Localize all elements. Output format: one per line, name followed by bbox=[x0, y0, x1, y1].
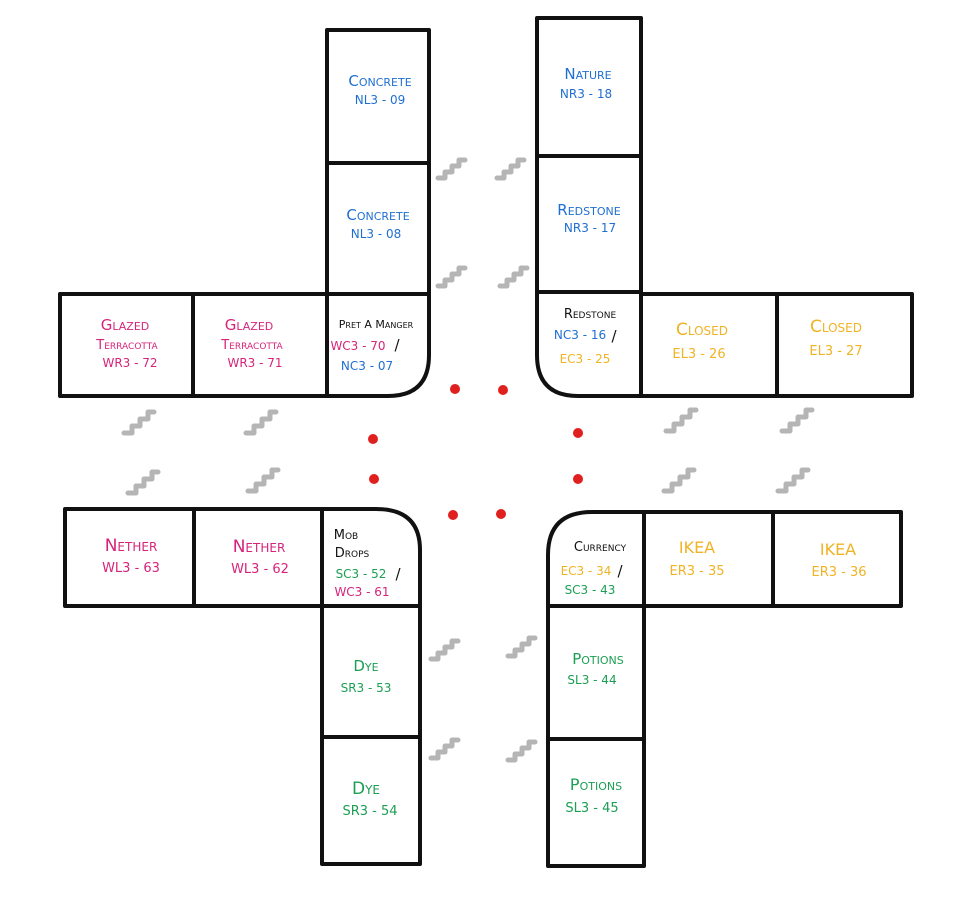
red-dot bbox=[496, 509, 506, 519]
shop-code: SR3 - 54 bbox=[342, 804, 397, 819]
shop-name: Dye bbox=[352, 779, 380, 799]
shop-code: WL3 - 63 bbox=[102, 561, 160, 576]
shop-name: Dye bbox=[353, 657, 378, 675]
corner-name: Currency bbox=[574, 540, 627, 555]
shop-code: NR3 - 18 bbox=[560, 87, 612, 101]
shop-code: EL3 - 27 bbox=[809, 344, 862, 359]
stairs-icon bbox=[661, 467, 697, 494]
stairs-icon bbox=[125, 469, 161, 496]
shop-code: NL3 - 08 bbox=[351, 227, 402, 241]
corner-code-a: NC3 - 16 bbox=[554, 328, 606, 342]
shop-code: WR3 - 71 bbox=[227, 356, 282, 370]
shop-name: Redstone bbox=[557, 201, 620, 219]
corner-code-b: SC3 - 43 bbox=[565, 583, 616, 597]
shop-box-er3-35[interactable] bbox=[642, 510, 775, 608]
stairs-icon bbox=[505, 739, 538, 763]
nw-wing: Concrete NL3 - 09 Concrete NL3 - 08 Glaz… bbox=[58, 28, 431, 398]
shop-name: IKEA bbox=[679, 538, 715, 557]
stairs-icon bbox=[775, 467, 811, 494]
stairs-icon bbox=[243, 409, 279, 436]
corner-code-a: SC3 - 52 bbox=[336, 567, 387, 581]
red-dot bbox=[573, 474, 583, 484]
corner-name: Redstone bbox=[564, 307, 617, 322]
shop-code: ER3 - 36 bbox=[811, 565, 866, 580]
shop-name-line1: Glazed bbox=[225, 316, 274, 334]
red-dot bbox=[450, 384, 460, 394]
shop-code: SR3 - 53 bbox=[341, 681, 392, 695]
shop-name-line2: Terracotta bbox=[220, 338, 283, 353]
red-dot bbox=[448, 510, 458, 520]
shop-box-wl3-63[interactable] bbox=[63, 507, 196, 608]
shop-box-sl3-45[interactable] bbox=[546, 737, 646, 868]
red-dot bbox=[368, 434, 378, 444]
stairs-icon bbox=[435, 265, 468, 289]
central-void-outline bbox=[368, 384, 583, 520]
shop-code: ER3 - 35 bbox=[669, 564, 724, 579]
shop-name: Potions bbox=[572, 650, 624, 668]
shop-box-er3-36[interactable] bbox=[771, 510, 903, 608]
shop-name: Concrete bbox=[348, 72, 411, 90]
corner-box-redstone[interactable] bbox=[535, 290, 643, 398]
stairs-icon bbox=[494, 157, 527, 181]
stairs-icon bbox=[428, 737, 461, 761]
sw-wing: Nether WL3 - 63 Nether WL3 - 62 Mob Drop… bbox=[63, 507, 422, 866]
stairs-icon bbox=[779, 407, 815, 434]
shop-box-wr3-71[interactable] bbox=[191, 292, 329, 398]
shop-name: Closed bbox=[810, 317, 862, 337]
shop-code: EL3 - 26 bbox=[672, 347, 725, 362]
shop-box-el3-27[interactable] bbox=[775, 292, 914, 398]
corner-code-sep: / bbox=[395, 565, 401, 583]
ne-wing: Nature NR3 - 18 Redstone NR3 - 17 Redsto… bbox=[535, 16, 914, 398]
corner-code-a: EC3 - 34 bbox=[561, 564, 612, 578]
shop-name-line1: Glazed bbox=[101, 316, 150, 334]
shop-name: Concrete bbox=[346, 206, 409, 224]
shop-box-wl3-62[interactable] bbox=[192, 507, 324, 608]
stairs-icon bbox=[435, 157, 468, 181]
corner-code-b: EC3 - 25 bbox=[560, 352, 611, 366]
red-dot bbox=[573, 428, 583, 438]
stairs-icon bbox=[505, 635, 538, 659]
shop-name: Potions bbox=[570, 775, 622, 794]
shop-name: Nature bbox=[564, 65, 611, 83]
stairs-icon bbox=[245, 467, 281, 494]
stairs-icon bbox=[497, 265, 530, 289]
corner-code-sep: / bbox=[394, 336, 400, 354]
stair-markings bbox=[121, 157, 815, 763]
shop-name: IKEA bbox=[820, 540, 856, 559]
corner-code-sep: / bbox=[611, 327, 617, 345]
stairs-icon bbox=[121, 409, 157, 436]
shop-name-line2: Terracotta bbox=[95, 338, 158, 353]
shop-name: Closed bbox=[676, 320, 728, 340]
shop-code: SL3 - 45 bbox=[565, 801, 618, 816]
shop-box-el3-26[interactable] bbox=[639, 292, 779, 398]
shop-code: SL3 - 44 bbox=[567, 673, 616, 687]
red-dot bbox=[498, 385, 508, 395]
se-wing: Currency EC3 - 34 / SC3 - 43 IKEA ER3 - … bbox=[546, 510, 903, 868]
corner-name: Pret A Manger bbox=[339, 318, 414, 331]
corner-code-b: NC3 - 07 bbox=[341, 359, 393, 373]
corner-code-a: WC3 - 70 bbox=[330, 339, 385, 353]
corner-box-pret[interactable] bbox=[325, 292, 431, 398]
corner-box-currency[interactable] bbox=[546, 510, 646, 608]
red-dot bbox=[369, 474, 379, 484]
shop-code: WR3 - 72 bbox=[102, 356, 157, 370]
shop-box-sr3-54[interactable] bbox=[320, 735, 422, 866]
shop-name: Nether bbox=[233, 537, 286, 557]
shop-code: WL3 - 62 bbox=[231, 562, 289, 577]
corner-box-mob-drops[interactable] bbox=[320, 507, 422, 608]
corner-name-line2: Drops bbox=[335, 546, 370, 561]
stairs-icon bbox=[428, 638, 461, 662]
shop-name: Nether bbox=[105, 536, 158, 556]
stairs-icon bbox=[663, 407, 699, 434]
corner-name-line1: Mob bbox=[334, 528, 358, 543]
shop-code: NR3 - 17 bbox=[564, 221, 616, 235]
shop-code: NL3 - 09 bbox=[355, 93, 406, 107]
corner-code-sep: / bbox=[617, 562, 623, 580]
corner-code-b: WC3 - 61 bbox=[334, 585, 389, 599]
